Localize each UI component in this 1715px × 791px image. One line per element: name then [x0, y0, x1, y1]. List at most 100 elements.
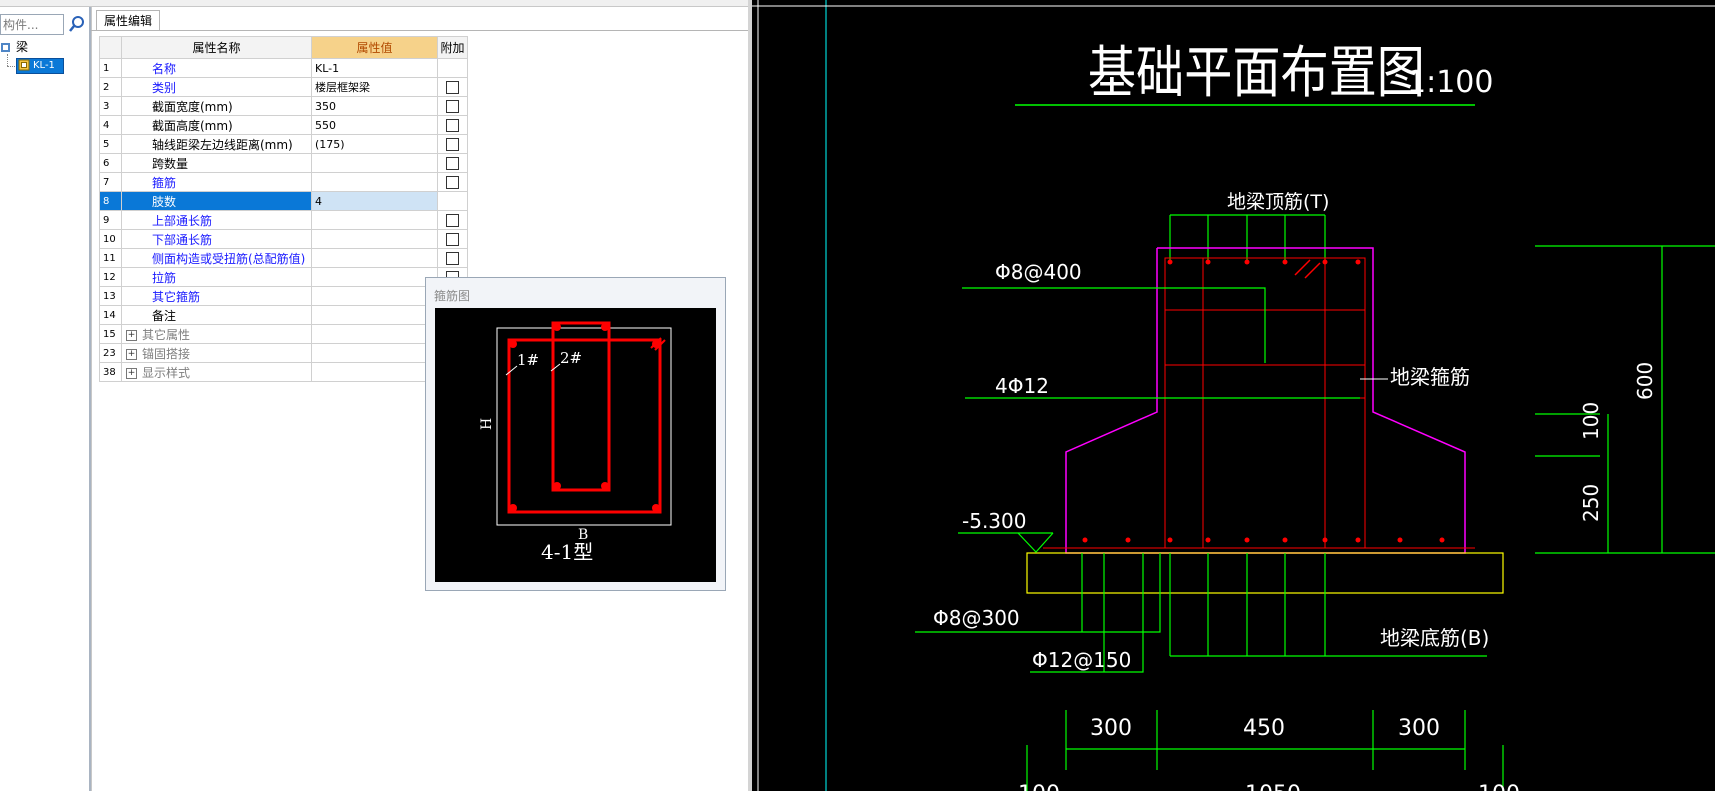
property-value[interactable]: [311, 172, 438, 192]
extra-checkbox[interactable]: [446, 138, 459, 151]
drawing-title: 基础平面布置图: [1088, 42, 1425, 106]
extra-checkbox[interactable]: [446, 252, 459, 265]
property-name[interactable]: 箍筋: [121, 172, 312, 192]
property-name[interactable]: 截面宽度(mm): [121, 96, 312, 116]
table-row[interactable]: 15+其它属性: [99, 324, 468, 344]
search-icon[interactable]: [67, 14, 87, 34]
property-value[interactable]: [311, 229, 438, 249]
property-name[interactable]: 名称: [121, 58, 312, 78]
column-header-name[interactable]: 属性名称: [121, 36, 312, 59]
property-value[interactable]: KL-1: [311, 58, 438, 78]
extra-checkbox[interactable]: [446, 233, 459, 246]
rebar-dot: [509, 340, 517, 348]
property-name[interactable]: 跨数量: [121, 153, 312, 173]
row-index: 1: [99, 58, 122, 78]
extra-checkbox[interactable]: [446, 81, 459, 94]
stirrup-type-label: 4-1型: [541, 540, 593, 564]
property-name[interactable]: 拉筋: [121, 267, 312, 287]
search-input[interactable]: 构件...: [0, 14, 64, 35]
extra-checkbox[interactable]: [446, 176, 459, 189]
dim-bottom-right: 100: [1478, 782, 1520, 791]
property-name[interactable]: 轴线距梁左边线距离(mm): [121, 134, 312, 154]
property-value[interactable]: 4: [311, 191, 438, 211]
property-name[interactable]: 下部通长筋: [121, 229, 312, 249]
row-index: 11: [99, 248, 122, 268]
property-value[interactable]: [311, 324, 438, 344]
extra-cell: [437, 229, 468, 249]
bottom-bar-label: 地梁底筋(B): [1380, 626, 1489, 650]
table-row[interactable]: 38+显示样式: [99, 362, 468, 382]
dim-100: 100: [1579, 402, 1603, 440]
property-name[interactable]: 肢数: [121, 191, 312, 211]
extra-checkbox[interactable]: [446, 119, 459, 132]
rebar-dot: [553, 323, 561, 331]
extra-cell: [437, 96, 468, 116]
property-value[interactable]: [311, 305, 438, 325]
row-index: 14: [99, 305, 122, 325]
property-value[interactable]: [311, 153, 438, 173]
property-group[interactable]: +显示样式: [121, 362, 312, 382]
property-value[interactable]: 350: [311, 96, 438, 116]
extra-checkbox[interactable]: [446, 100, 459, 113]
dim-right: 300: [1398, 716, 1440, 741]
expand-icon[interactable]: +: [126, 329, 137, 341]
property-group[interactable]: +其它属性: [121, 324, 312, 344]
expand-icon[interactable]: +: [126, 367, 137, 379]
rebar-dots: [1082, 259, 1445, 543]
rebar-dot: [652, 504, 660, 512]
column-header-value[interactable]: 属性值: [311, 36, 438, 59]
property-value[interactable]: [311, 210, 438, 230]
stirrup-inner: [551, 321, 611, 492]
dim-total-height: 600: [1633, 362, 1657, 400]
expand-icon[interactable]: +: [126, 348, 137, 360]
extra-cell: [437, 172, 468, 192]
property-value[interactable]: 550: [311, 115, 438, 135]
column-header-extra[interactable]: 附加: [437, 36, 468, 59]
property-value[interactable]: [311, 248, 438, 268]
bottom-leaders: [1169, 553, 1326, 656]
property-group[interactable]: +锚固搭接: [121, 343, 312, 363]
row-index: 9: [99, 210, 122, 230]
property-value[interactable]: [311, 362, 438, 382]
property-name[interactable]: 类别: [121, 77, 312, 97]
table-row[interactable]: 23+锚固搭接: [99, 343, 468, 363]
property-value[interactable]: [311, 286, 438, 306]
extra-checkbox[interactable]: [446, 214, 459, 227]
row-index: 5: [99, 134, 122, 154]
property-name[interactable]: 备注: [121, 305, 312, 325]
row-index: 10: [99, 229, 122, 249]
property-value[interactable]: 楼层框架梁: [311, 77, 438, 97]
property-value[interactable]: [311, 343, 438, 363]
dim-mid: 450: [1243, 716, 1285, 741]
extra-checkbox[interactable]: [446, 157, 459, 170]
cad-viewport[interactable]: 基础平面布置图 1:100 地梁顶筋(T) Φ8@400 4Φ12 地梁箍筋 -…: [752, 0, 1715, 791]
property-name[interactable]: 侧面构造或受扭筋(总配筋值): [121, 248, 312, 268]
elevation-marker: [1017, 532, 1054, 553]
property-value[interactable]: [311, 267, 438, 287]
property-name[interactable]: 截面高度(mm): [121, 115, 312, 135]
tab-property-edit[interactable]: 属性编辑: [96, 10, 160, 31]
tree-collapse-icon[interactable]: [0, 41, 14, 54]
side-bar-spec: 4Φ12: [995, 374, 1049, 398]
property-name[interactable]: 上部通长筋: [121, 210, 312, 230]
extra-cell: [437, 115, 468, 135]
tree-node-beam[interactable]: 梁: [16, 40, 29, 54]
width-label: B: [578, 527, 588, 543]
property-name[interactable]: 其它箍筋: [121, 286, 312, 306]
property-value[interactable]: (175): [311, 134, 438, 154]
